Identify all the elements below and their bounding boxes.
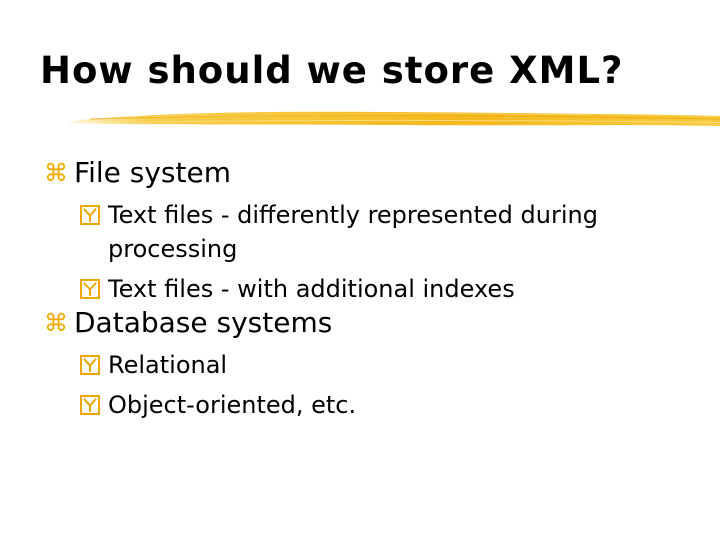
bullet-label: Database systems [74, 306, 333, 339]
sub-bullet-text: Text files - with additional indexes [108, 275, 515, 303]
checkbox-y-icon [80, 205, 100, 225]
sub-bullet: Text files - differently represented dur… [80, 198, 704, 266]
sub-bullet: Relational [80, 348, 704, 382]
sub-bullet-text: Text files - differently represented dur… [108, 201, 598, 263]
title-underline-brush [70, 111, 720, 126]
checkbox-y-icon [80, 279, 100, 299]
bullet-file-system: ⌘ File system [44, 156, 704, 190]
slide-title: How should we store XML? [40, 49, 624, 92]
checkbox-y-icon [80, 355, 100, 375]
sub-bullet-text: Object-oriented, etc. [108, 391, 357, 419]
checkbox-y-icon [80, 395, 100, 415]
bullet-label: File system [74, 156, 231, 189]
command-key-icon: ⌘ [44, 159, 68, 187]
bullet-list: ⌘ File system Text files - differently r… [44, 156, 704, 422]
command-key-icon: ⌘ [44, 309, 68, 337]
bullet-database-systems: ⌘ Database systems [44, 306, 704, 340]
sub-bullet: Text files - with additional indexes [80, 272, 704, 306]
sub-bullet-text: Relational [108, 351, 228, 379]
sub-bullet: Object-oriented, etc. [80, 388, 704, 422]
